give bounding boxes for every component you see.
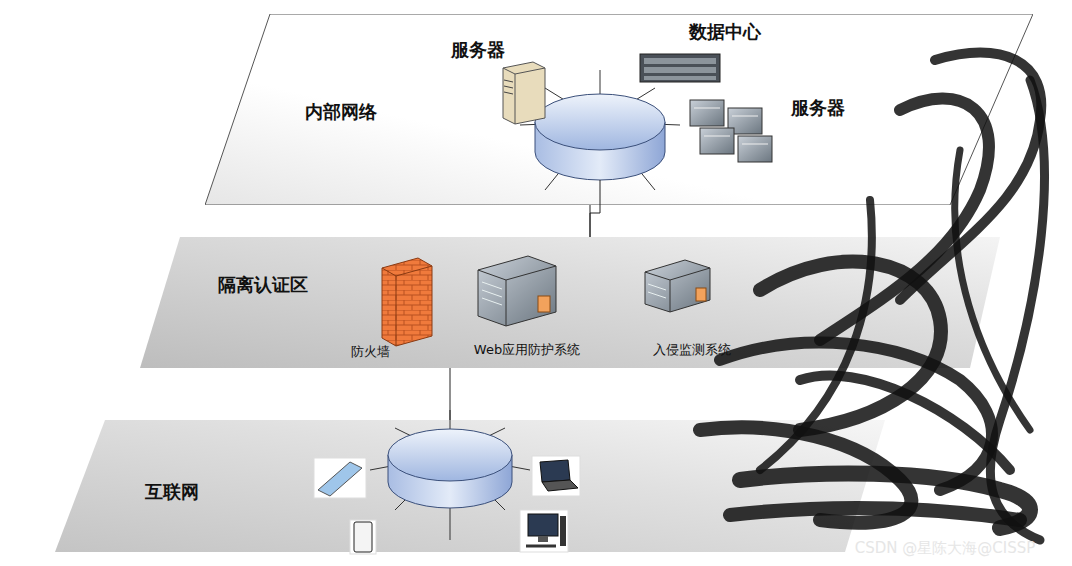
drawing-part — [205, 14, 1033, 205]
drawing-part — [55, 420, 885, 552]
device-label: 数据中心 — [689, 20, 761, 44]
zone-link — [590, 205, 591, 237]
device-label: 入侵监测系统 — [653, 341, 731, 359]
device-label: 服务器 — [791, 96, 845, 120]
zone-link — [450, 368, 451, 420]
watermark: CSDN @星陈大海@CISSP — [855, 539, 1036, 558]
device-label: 服务器 — [451, 38, 505, 62]
network-zone-band: 互联网 — [55, 420, 885, 552]
network-zone-band: 内部网络 — [205, 14, 1033, 205]
zone-title: 互联网 — [145, 480, 199, 504]
drawing-part — [990, 80, 1044, 540]
zone-title: 隔离认证区 — [218, 273, 308, 297]
device-label: 防火墙 — [351, 343, 390, 361]
drawing-part — [140, 237, 1000, 368]
zone-title: 内部网络 — [305, 100, 377, 124]
device-label: Web应用防护系统 — [474, 341, 580, 359]
